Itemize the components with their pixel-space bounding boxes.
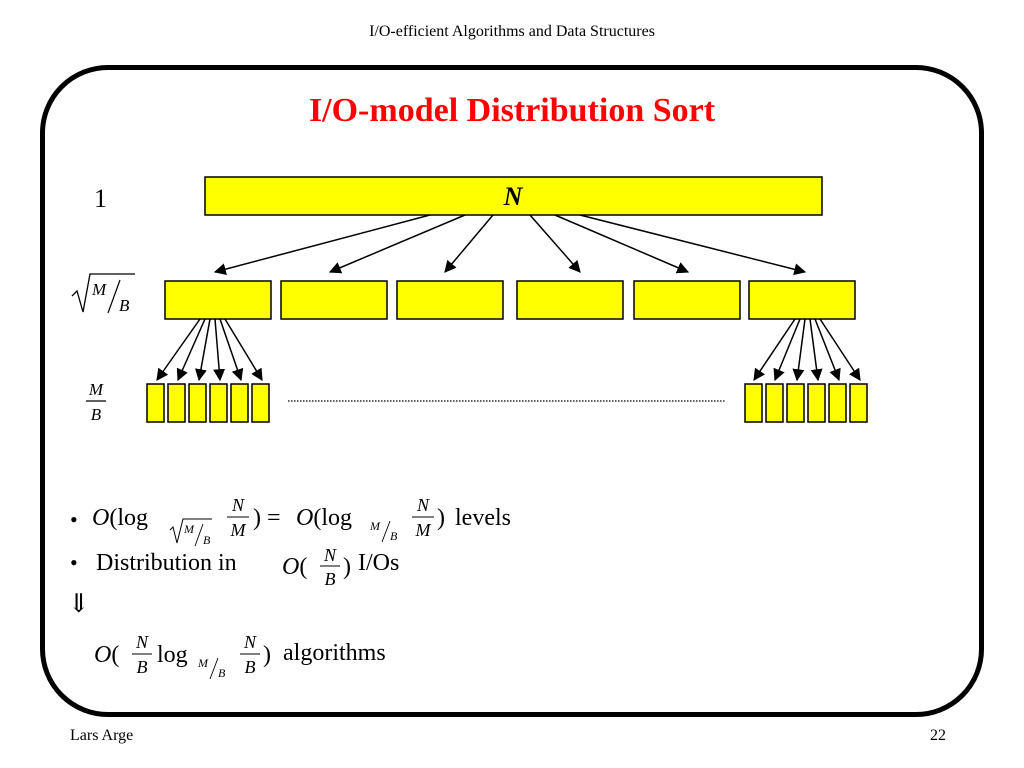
svg-text:M: M xyxy=(91,280,107,299)
m-over-b-label: M B xyxy=(86,380,106,424)
bullet-levels-suffix: levels xyxy=(455,505,511,531)
svg-text:O(: O( xyxy=(94,642,119,668)
svg-text:B: B xyxy=(91,405,102,424)
slide-title: I/O-model Distribution Sort xyxy=(308,92,716,129)
svg-text:O(log: O(log xyxy=(92,505,148,531)
bullet-distribution: • Distribution in O( N B ) I/Os xyxy=(70,545,399,589)
svg-text:B: B xyxy=(203,533,211,547)
bullet-dot: • xyxy=(70,550,78,575)
right-fan-arrows xyxy=(753,318,861,382)
svg-text:) =: ) = xyxy=(253,505,281,531)
svg-text:B: B xyxy=(218,666,226,680)
bullet-dot: • xyxy=(70,507,78,532)
svg-text:log: log xyxy=(157,642,188,668)
svg-text:): ) xyxy=(263,642,271,668)
svg-text:N: N xyxy=(135,632,149,652)
svg-text:M: M xyxy=(369,519,381,533)
svg-text:B: B xyxy=(245,657,256,677)
left-fan-arrows xyxy=(156,318,263,382)
svg-text:M: M xyxy=(197,656,209,670)
left-leaf-boxes xyxy=(146,383,270,423)
svg-text:B: B xyxy=(137,657,148,677)
bullet-distribution-suffix: I/Os xyxy=(358,550,399,576)
footer-author: Lars Arge xyxy=(70,727,134,744)
slide-frame xyxy=(40,65,984,717)
svg-text:O(log: O(log xyxy=(296,505,352,531)
svg-text:M: M xyxy=(415,520,432,540)
svg-text:N: N xyxy=(323,545,337,565)
svg-text:N: N xyxy=(231,495,245,515)
bullet-levels: • O(log M B N M ) = O(log M B N M ) leve… xyxy=(70,495,511,547)
svg-text:N: N xyxy=(243,632,257,652)
svg-text:O(: O( xyxy=(282,554,307,580)
svg-text:N: N xyxy=(416,495,430,515)
middle-level-boxes xyxy=(164,280,856,320)
level-label-1: 1 xyxy=(94,184,107,213)
bullet-distribution-prefix: Distribution in xyxy=(96,550,237,576)
root-box xyxy=(204,176,823,216)
svg-text:M: M xyxy=(230,520,247,540)
svg-text:): ) xyxy=(343,554,351,580)
svg-text:B: B xyxy=(390,529,398,543)
result-suffix: algorithms xyxy=(283,640,386,666)
footer-page-number: 22 xyxy=(930,727,946,744)
svg-text:B: B xyxy=(119,296,130,315)
svg-text:B: B xyxy=(325,569,336,589)
implies-arrow-icon: ⇓ xyxy=(68,589,90,618)
svg-text:M: M xyxy=(183,522,195,536)
right-leaf-boxes xyxy=(744,383,868,423)
result-complexity: O( N B log M B N B ) algorithms xyxy=(94,632,386,680)
sqrt-m-over-b-label: M B xyxy=(71,273,135,315)
svg-text:): ) xyxy=(437,505,445,531)
svg-text:M: M xyxy=(88,380,104,399)
root-box-label: N xyxy=(503,182,524,211)
root-arrows xyxy=(213,214,807,276)
slide-header: I/O-efficient Algorithms and Data Struct… xyxy=(369,23,655,40)
